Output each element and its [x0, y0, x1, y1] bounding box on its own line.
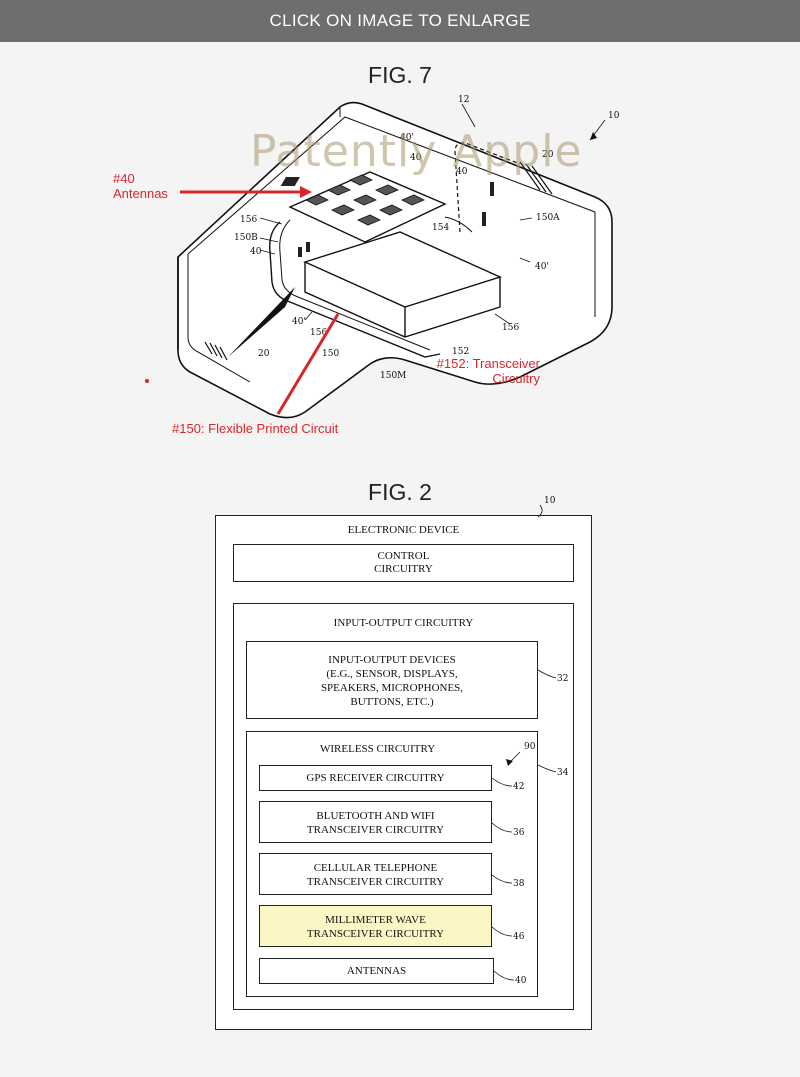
watermark: Patently Apple: [250, 126, 583, 177]
io-devices-line1: INPUT-OUTPUT DEVICES: [328, 654, 456, 666]
io-devices-line4: BUTTONS, ETC.): [350, 696, 434, 708]
ref-20-b: 20: [258, 349, 270, 359]
ref-46: 46: [513, 932, 525, 942]
ref-40-c: 40: [456, 167, 468, 177]
gps-receiver-box: GPS RECEIVER CIRCUITRY: [259, 765, 492, 791]
device-label: ELECTRONIC DEVICE: [347, 524, 460, 536]
ref-40-e: 40': [535, 262, 549, 272]
ref-42: 42: [513, 782, 525, 792]
antennas-num: #40: [113, 171, 135, 186]
ref-38: 38: [513, 879, 525, 889]
red-dot: [145, 379, 149, 383]
millimeter-wave-box: MILLIMETER WAVE TRANSCEIVER CIRCUITRY: [259, 905, 492, 947]
ref-10: 10: [608, 111, 620, 121]
control-circuitry-box: CONTROL CIRCUITRY: [233, 544, 574, 582]
flex-circuit-annotation: #150: Flexible Printed Circuit: [172, 421, 339, 436]
bt-line2: TRANSCEIVER CIRCUITRY: [306, 824, 445, 836]
control-line2: CIRCUITRY: [374, 563, 433, 575]
ref-156-a: 156: [240, 215, 257, 225]
bt-line1: BLUETOOTH AND WIFI: [316, 810, 435, 822]
io-devices-line2: (E.G., SENSOR, DISPLAYS,: [326, 668, 458, 680]
fig7-drawing[interactable]: 12 10 40' 40 40 20 150A 156 150B 40 154 …: [100, 92, 660, 452]
transceiver-annotation: #152: Transceiver Circuitry: [425, 356, 540, 386]
cell-line2: TRANSCEIVER CIRCUITRY: [306, 876, 445, 888]
ref-40-f: 40': [292, 317, 306, 327]
cell-line1: CELLULAR TELEPHONE: [313, 862, 438, 874]
transceiver-text: Circuitry: [492, 371, 540, 386]
antennas-annotation: #40 Antennas: [113, 171, 168, 201]
ref-150a: 150A: [536, 213, 560, 223]
ref-90: 90: [524, 742, 536, 752]
ref-40-d: 40: [250, 247, 262, 257]
bluetooth-wifi-box: BLUETOOTH AND WIFI TRANSCEIVER CIRCUITRY: [259, 801, 492, 843]
fig2-title: FIG. 2: [368, 479, 432, 505]
io-devices-line3: SPEAKERS, MICROPHONES,: [320, 682, 464, 694]
ref-32: 32: [557, 674, 569, 684]
enlarge-banner[interactable]: CLICK ON IMAGE TO ENLARGE: [0, 0, 800, 42]
ref-150m: 150M: [380, 371, 406, 381]
antennas-text: Antennas: [113, 186, 168, 201]
ref-34: 34: [557, 768, 569, 778]
wireless-label: WIRELESS CIRCUITRY: [320, 743, 436, 755]
ref-36: 36: [513, 828, 525, 838]
ref-150: 150: [322, 349, 339, 359]
cellular-box: CELLULAR TELEPHONE TRANSCEIVER CIRCUITRY: [259, 853, 492, 895]
ref-156-c: 156: [310, 328, 327, 338]
antennas-box: ANTENNAS: [259, 958, 494, 984]
ref-156-b: 156: [502, 323, 519, 333]
mmw-line2: TRANSCEIVER CIRCUITRY: [306, 928, 445, 940]
ref-12: 12: [458, 95, 469, 105]
mmw-line1: MILLIMETER WAVE: [325, 914, 426, 926]
ref-20-a: 20: [542, 150, 554, 160]
transceiver-num: #152: Transceiver: [436, 356, 540, 371]
ref-154: 154: [432, 223, 449, 233]
ref-40: 40: [515, 976, 527, 986]
ref-40-top: 40': [400, 133, 414, 143]
fig7-title: FIG. 7: [368, 62, 432, 88]
ref-152: 152: [452, 347, 469, 357]
control-line1: CONTROL: [377, 550, 430, 562]
io-label: INPUT-OUTPUT CIRCUITRY: [333, 617, 474, 629]
io-devices-box: INPUT-OUTPUT DEVICES (E.G., SENSOR, DISP…: [246, 641, 538, 719]
ref-150b: 150B: [234, 233, 258, 243]
ref-device-10: 10: [544, 496, 556, 506]
ref-40-b: 40: [410, 153, 422, 163]
